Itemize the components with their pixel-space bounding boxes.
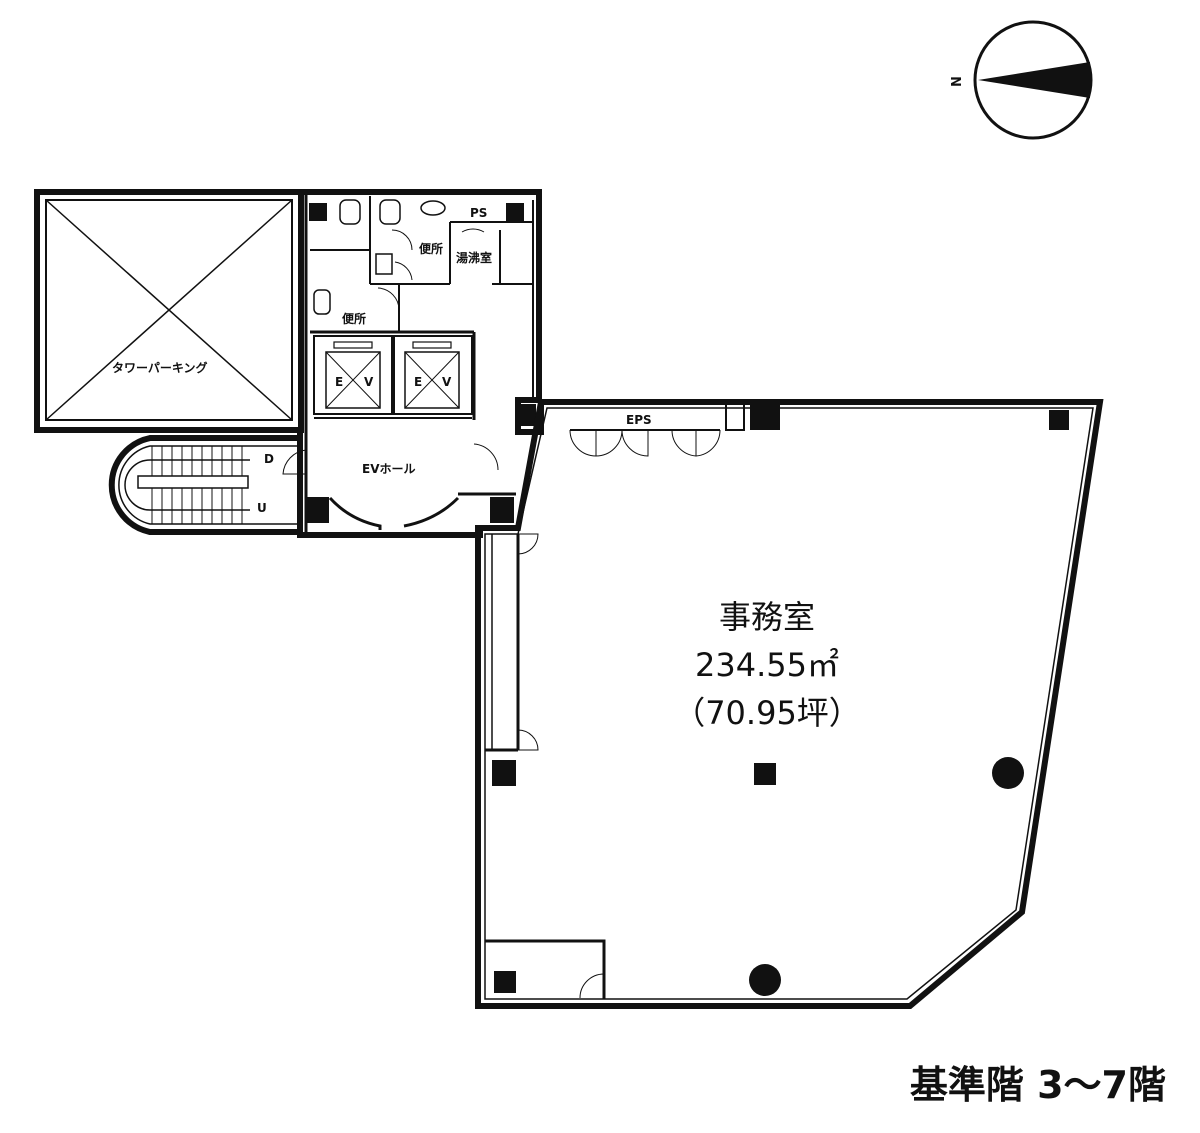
elevator-1: E V xyxy=(313,335,393,415)
toilet-door-swing xyxy=(394,261,413,281)
tower-parking-inner-wall xyxy=(45,199,293,421)
office-sw-room-wall xyxy=(485,939,606,999)
toilet-label: 便所 xyxy=(342,311,366,326)
office-name-label: 事務室 xyxy=(719,598,815,636)
toilet-fixture xyxy=(313,289,331,315)
office-space: EPS 事務室 234.55㎡ （70.95坪） xyxy=(475,399,1104,1009)
office-west-door-swing xyxy=(517,729,539,751)
compass-north-label: N xyxy=(950,76,965,87)
stairs-down-label: D xyxy=(264,452,274,466)
round-column xyxy=(992,757,1024,789)
elevator-cross xyxy=(404,351,460,409)
ev-hall-label: EVホール xyxy=(362,462,416,476)
stairs-up-label: U xyxy=(257,501,267,515)
compass-circle xyxy=(973,20,1093,140)
eps-door-swing xyxy=(569,429,597,457)
column xyxy=(309,203,327,221)
column xyxy=(518,404,536,426)
compass-needle xyxy=(978,62,1090,98)
kitchenette-label: 湯沸室 xyxy=(456,250,492,265)
round-column xyxy=(749,964,781,996)
elevator-counterweight xyxy=(333,341,373,349)
stairs: D U xyxy=(108,435,300,535)
elevator-v-label: V xyxy=(364,375,374,389)
office-inner-wall xyxy=(484,407,1094,1000)
column xyxy=(754,763,776,785)
column xyxy=(492,760,516,786)
elevator-e-label: E xyxy=(335,375,343,389)
elevator-cross xyxy=(325,351,381,409)
toilet-label: 便所 xyxy=(419,241,443,256)
eps-door-swing xyxy=(621,429,649,457)
office-area-m2: 234.55㎡ xyxy=(695,646,839,684)
eps-door-swing xyxy=(695,429,721,457)
toilet-door-swing xyxy=(391,229,413,251)
tower-parking-label: タワーパーキング xyxy=(112,360,208,375)
elevator-2: E V xyxy=(393,335,473,415)
sink-fixture xyxy=(420,200,446,216)
elevator-car xyxy=(325,351,381,409)
stair-handrail xyxy=(124,459,250,511)
office-sw-door-swing xyxy=(579,973,605,999)
office-area-tsubo: （70.95坪） xyxy=(673,694,861,732)
eps-door-swing xyxy=(671,429,697,457)
tower-parking-outer-wall xyxy=(34,189,304,433)
tower-parking: タワーパーキング xyxy=(34,189,304,433)
column xyxy=(305,497,329,523)
floor-caption: 基準階 3〜7階 xyxy=(910,1063,1166,1107)
stair-landing-rail xyxy=(137,475,249,489)
kitchenette-door-swing xyxy=(461,228,485,233)
tower-parking-diagonal xyxy=(45,199,293,421)
column xyxy=(494,971,516,993)
office-outer-wall xyxy=(475,399,1104,1009)
ev-hall-door-swing xyxy=(473,443,499,471)
ps-label: PS xyxy=(470,206,487,220)
elevator-e-label: E xyxy=(414,375,422,389)
office-west-door-swing xyxy=(517,533,539,555)
core-block: PS 湯沸室 便所 便所 E V E xyxy=(301,189,544,535)
compass: N xyxy=(950,20,1093,140)
ev-hall-glass-door xyxy=(403,496,460,528)
ev-hall-glass-door xyxy=(328,496,382,530)
ev-hall: EVホール xyxy=(282,428,516,538)
elevator-shaft xyxy=(393,335,473,415)
elevator-car xyxy=(404,351,460,409)
column xyxy=(725,403,745,431)
elevator-v-label: V xyxy=(442,375,452,389)
stair-outer-wall xyxy=(108,435,300,535)
eps-door-swing xyxy=(595,429,623,457)
column xyxy=(490,497,514,523)
toilet-fixture xyxy=(379,199,401,225)
ev-hall-door-swing xyxy=(282,449,307,475)
column xyxy=(1049,410,1069,430)
column xyxy=(750,404,780,430)
elevator-shaft xyxy=(313,335,393,415)
stair-treads xyxy=(151,446,243,524)
sink-fixture xyxy=(375,253,393,275)
column xyxy=(506,203,524,221)
toilet-door-swing xyxy=(377,287,400,311)
stair-inner-wall xyxy=(118,445,300,525)
eps-label: EPS xyxy=(626,413,652,427)
elevator-counterweight xyxy=(412,341,452,349)
toilet-fixture xyxy=(339,199,361,225)
